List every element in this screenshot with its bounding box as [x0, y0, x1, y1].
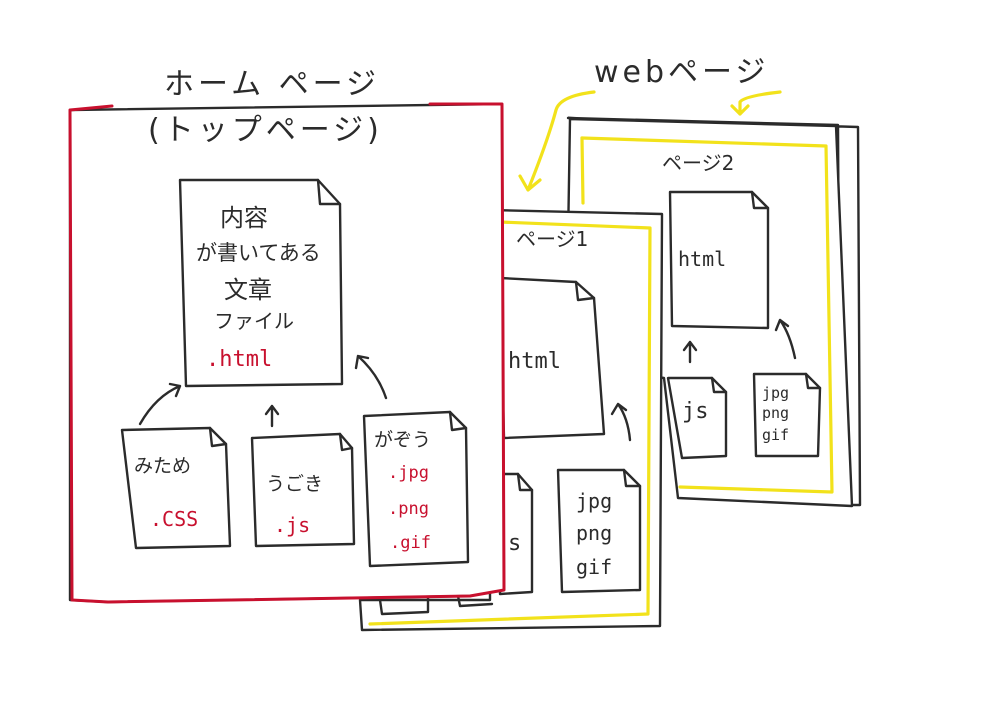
homepage-sheet: ホーム ページ (トップページ) 内容 が書いてある 文章 ファイル .html… [68, 67, 506, 604]
page1-js-file: s [498, 472, 534, 596]
css-file-extension: .CSS [150, 507, 198, 531]
image-file-extension-png: .png [388, 499, 429, 519]
page2-image-line-2: png [762, 404, 789, 422]
css-to-html-arrow [138, 382, 182, 426]
page1-image-file: jpg png gif [556, 468, 642, 594]
homepage-frame [68, 102, 506, 604]
css-file-label: みため [134, 455, 191, 477]
page2-html-label: html [678, 247, 726, 271]
page2-img-arrow [774, 318, 797, 360]
page2-js-arrow [682, 340, 698, 364]
page1-img-arrow [610, 402, 632, 442]
page2-js-label: js [682, 399, 709, 424]
page1-label: ページ1 [516, 227, 588, 251]
page1-image-line-3: gif [576, 555, 612, 579]
main-file-extension: .html [206, 347, 272, 372]
image-file-label: がぞう [374, 429, 431, 451]
page2-label: ページ2 [662, 151, 734, 175]
homepage-image-file: がぞう .jpg .png .gif [362, 410, 470, 568]
page1-image-line-1: jpg [576, 489, 612, 513]
page1-html-file: html [498, 276, 606, 440]
webpage-title: webページ [594, 55, 769, 90]
main-file-line-4: ファイル [214, 309, 294, 333]
page1-image-line-2: png [576, 521, 612, 545]
js-file-label: うごき [266, 473, 323, 495]
image-file-extension-gif: .gif [390, 533, 431, 553]
homepage-js-file: うごき .js [250, 432, 356, 548]
page2-js-file: js [666, 376, 728, 460]
image-file-extension-jpg: .jpg [388, 463, 429, 483]
page2-html-file: html [668, 190, 770, 330]
page2-image-file: jpg png gif [752, 372, 822, 458]
js-to-html-arrow [264, 404, 280, 428]
homepage-css-file: みため .CSS [120, 426, 232, 550]
webpage-arrow-right [730, 90, 782, 116]
image-to-html-arrow [354, 354, 388, 400]
homepage-main-html-file: 内容 が書いてある 文章 ファイル .html [178, 178, 344, 388]
webpage-1-sheet: ページ1 html s jpg png gif [358, 208, 664, 632]
main-file-line-3: 文章 [224, 276, 272, 304]
page1-js-label: s [508, 531, 521, 556]
webpage-arrow-left [518, 90, 596, 192]
homepage-title-line-1: ホーム ページ [164, 67, 380, 102]
homepage-title-line-2: (トップページ) [148, 113, 383, 148]
js-file-extension: .js [274, 513, 310, 537]
main-file-line-2: が書いてある [196, 241, 321, 265]
page2-image-line-1: jpg [762, 384, 789, 402]
main-file-line-1: 内容 [220, 204, 268, 232]
page1-html-label: html [508, 349, 561, 374]
page2-image-line-3: gif [762, 426, 789, 444]
